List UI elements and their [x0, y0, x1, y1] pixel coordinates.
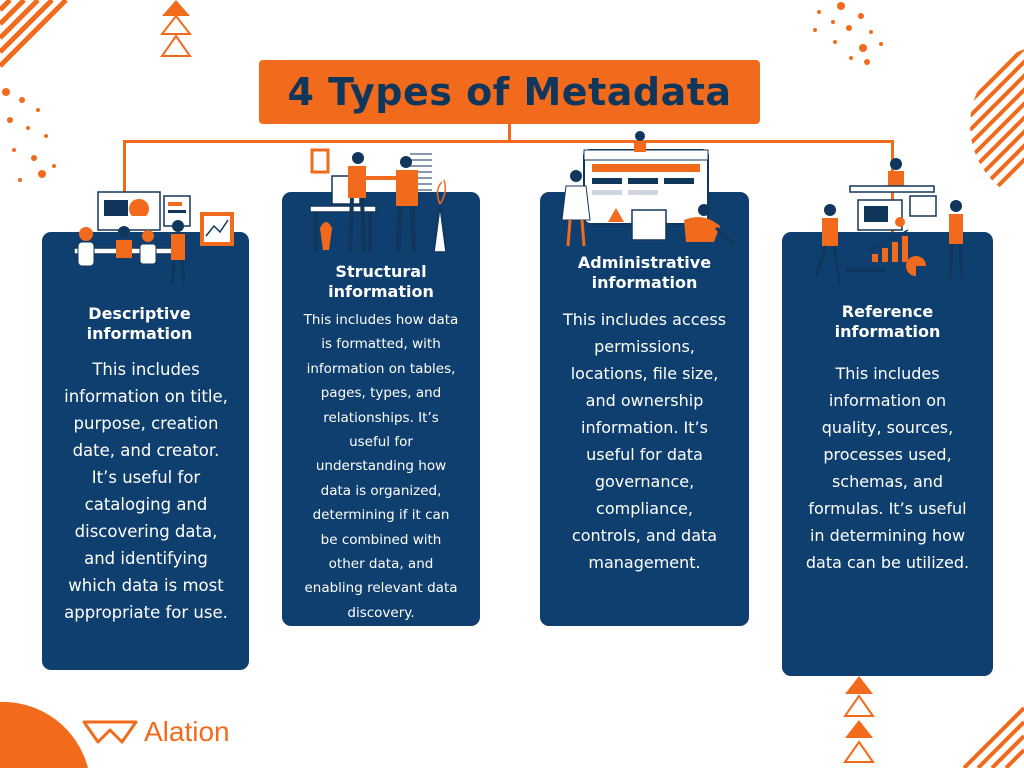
top-left-stripes-decoration [0, 0, 68, 68]
people-meeting-presentation-icon [73, 191, 234, 285]
bottom-triangles-decoration [843, 676, 875, 763]
title-banner: 4 Types of Metadata [259, 60, 760, 124]
card-heading: Administrative information [577, 253, 712, 292]
bottom-left-half-circle-decoration [0, 702, 88, 768]
right-circle-stripes-decoration [970, 45, 1024, 205]
card-body: This includes information on title, purp… [64, 360, 228, 622]
card-body: This includes how data is formatted, wit… [303, 312, 459, 621]
card-heading: Reference information [834, 302, 941, 341]
alation-logo-icon [82, 720, 138, 744]
metadata-card-administrative: Administrative information This includes… [540, 192, 749, 626]
card-heading: Structural information [328, 262, 434, 301]
brand-name: Alation [144, 716, 230, 747]
metadata-card-structural: Structural information This includes how… [282, 192, 480, 626]
connector-center [508, 124, 511, 141]
top-right-dots-decoration [813, 2, 883, 65]
card-body: This includes access permissions, locati… [562, 310, 727, 572]
alation-logo: Alation [82, 716, 230, 748]
card-heading: Descriptive information [86, 304, 193, 343]
metadata-card-reference: Reference information This includes info… [782, 232, 993, 676]
metadata-card-descriptive: Descriptive information This includes in… [42, 232, 249, 670]
connector-horizontal [123, 140, 894, 143]
card-body: This includes information on quality, so… [805, 364, 970, 572]
bottom-right-stripes-decoration [962, 706, 1024, 768]
left-dots-decoration [2, 88, 56, 182]
people-dashboard-icon [561, 131, 735, 247]
page-title: 4 Types of Metadata [287, 70, 732, 114]
people-charts-analysis-icon [814, 158, 964, 285]
people-handshake-office-icon [309, 148, 447, 253]
connector-card-1 [123, 140, 126, 232]
top-triangles-decoration [160, 0, 192, 57]
